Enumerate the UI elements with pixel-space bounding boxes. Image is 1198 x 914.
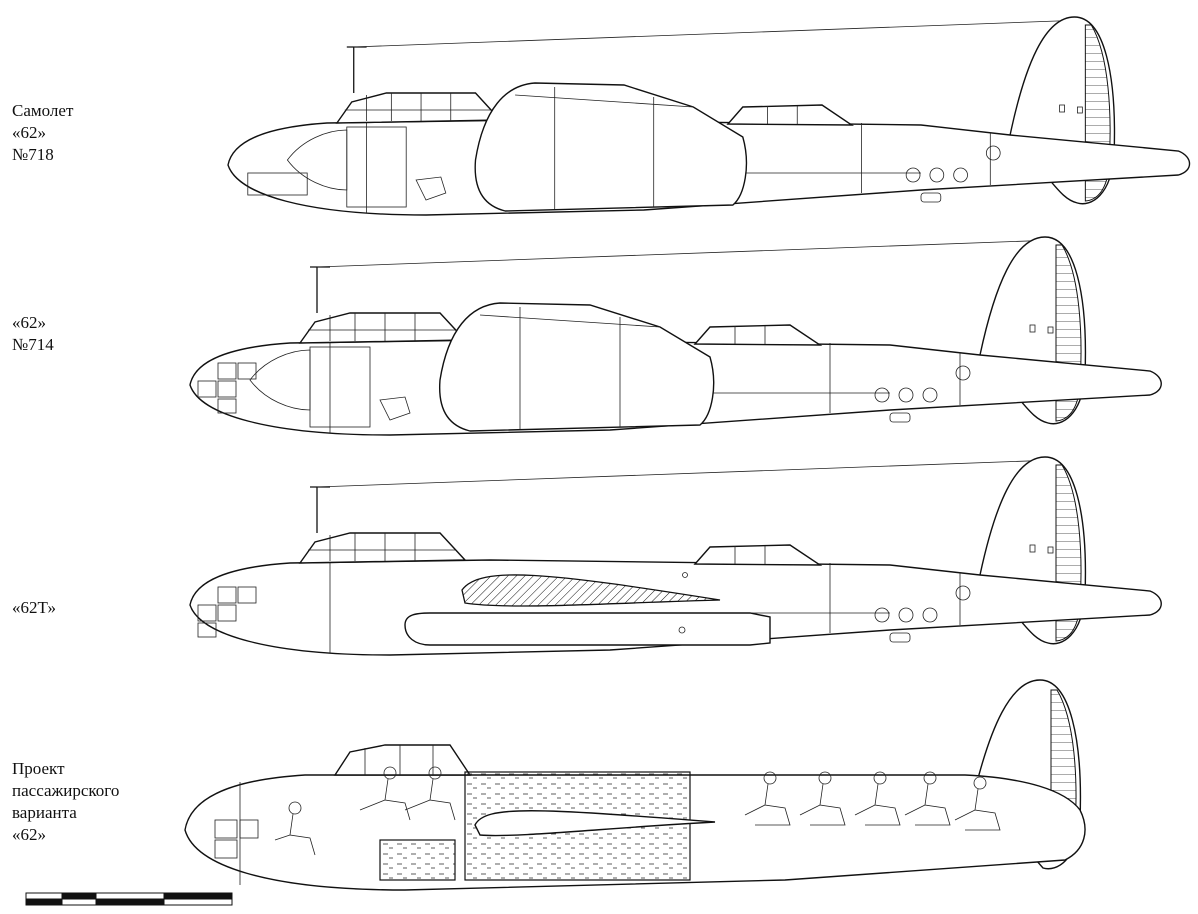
label-aircraft-718: Самолет «62» №718 (12, 100, 73, 166)
aircraft-718-profile (227, 16, 1191, 216)
label-line: «62Т» (12, 598, 56, 617)
label-passenger-project: Проект пассажирского варианта «62» (12, 758, 119, 846)
label-line: Самолет (12, 101, 74, 120)
label-line: Проект (12, 759, 65, 778)
scale-bar (25, 892, 233, 906)
label-line: №714 (12, 335, 54, 354)
label-line: пассажирского (12, 781, 120, 800)
passenger-variant-profile (184, 679, 1086, 891)
label-aircraft-714: «62» №714 (12, 312, 54, 356)
aircraft-714-profile (189, 236, 1162, 436)
label-line: №718 (12, 145, 54, 164)
label-line: «62» (12, 313, 46, 332)
label-line: «62» (12, 123, 46, 142)
aircraft-62t-profile (189, 456, 1162, 656)
label-line: «62» (12, 825, 46, 844)
label-aircraft-62t: «62Т» (12, 597, 56, 619)
label-line: варианта (12, 803, 77, 822)
